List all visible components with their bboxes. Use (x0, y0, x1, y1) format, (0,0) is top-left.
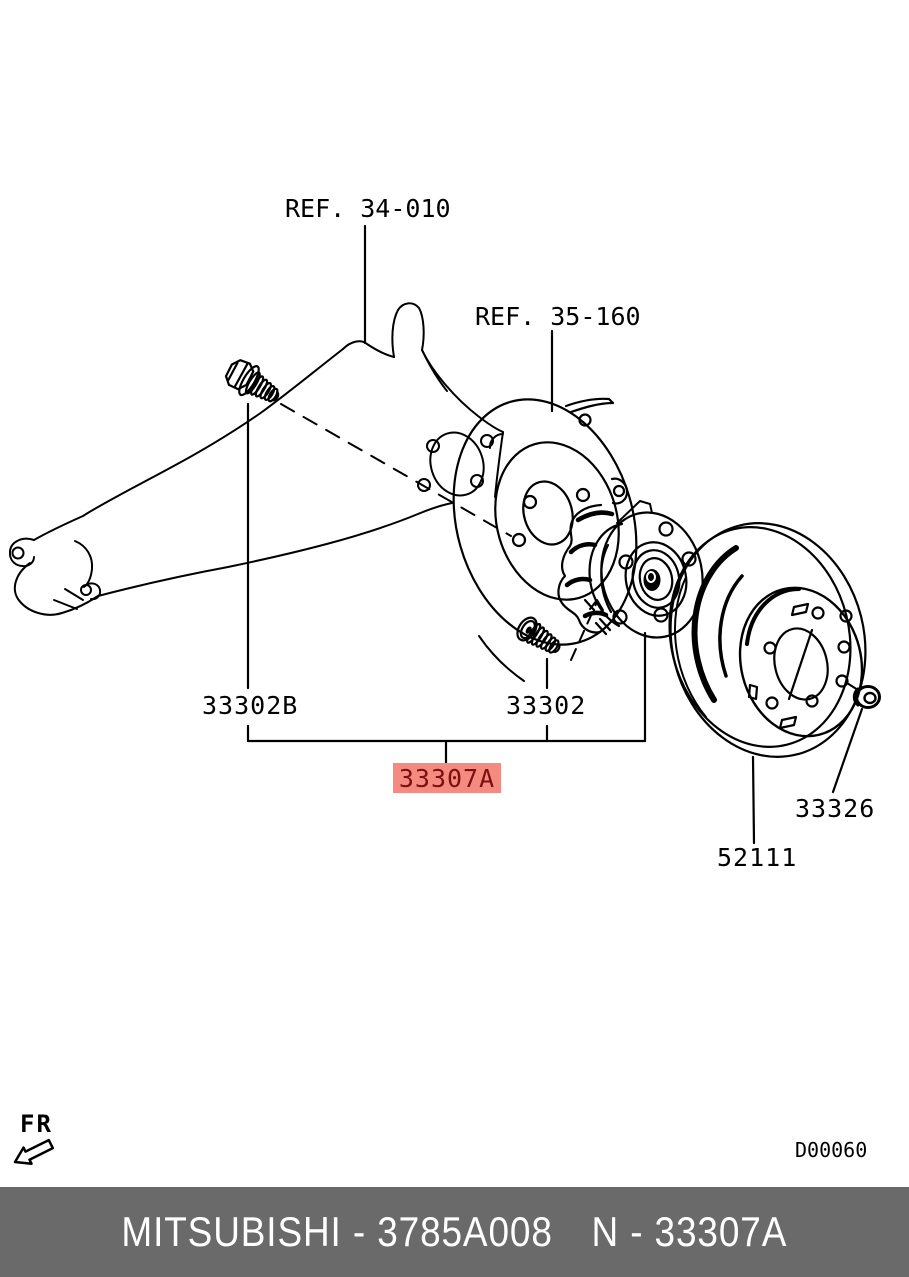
part-label-52111[interactable]: 52111 (717, 843, 798, 872)
backing-plate-drawing (452, 397, 638, 646)
footer-catalog-ref: N - 33307A (591, 1208, 788, 1255)
part-label-33307a-highlight-box[interactable]: 33307A (393, 763, 501, 793)
hub-assembly-drawing (557, 500, 704, 639)
fr-direction-label: FR (20, 1110, 53, 1138)
lower-bolt-axis-dashed-line (570, 601, 598, 661)
footer-brand-part-number: MITSUBISHI - 3785A008 (121, 1208, 553, 1255)
ref-label-34-010[interactable]: REF. 34-010 (285, 194, 451, 223)
part-label-33302b[interactable]: 33302B (202, 691, 299, 720)
part-label-33326[interactable]: 33326 (795, 794, 876, 823)
fr-direction-arrow-icon (13, 1138, 55, 1165)
bolt-axis-dashed-line (280, 403, 512, 537)
drawing-code-label: D00060 (795, 1138, 868, 1162)
leader-lines (246, 224, 864, 845)
trailing-arm-drawing (8, 302, 525, 682)
lower-bolt-axis-pointer (589, 599, 604, 611)
brake-disc-drawing (668, 522, 867, 758)
part-label-33302[interactable]: 33302 (506, 691, 587, 720)
footer-bar: MITSUBISHI - 3785A008 N - 33307A (0, 1187, 909, 1277)
lower-bolt-drawing (516, 616, 561, 654)
ref-label-35-160[interactable]: REF. 35-160 (475, 302, 641, 331)
hub-nut-drawing (852, 685, 881, 709)
upper-bolt-drawing (224, 359, 280, 403)
part-label-33307a[interactable]: 33307A (398, 763, 496, 793)
